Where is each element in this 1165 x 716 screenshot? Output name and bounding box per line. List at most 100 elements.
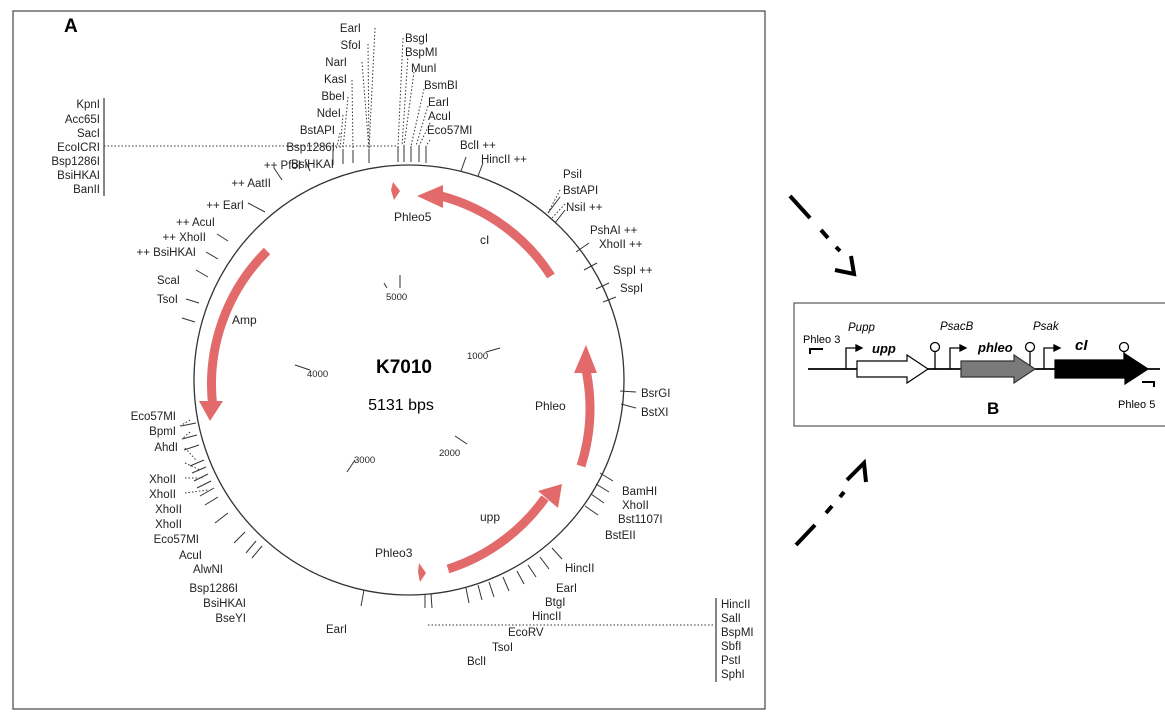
site-label: XhoII ++ [599,239,643,251]
site-label: HincII [565,563,594,575]
scale-tick-marks [294,275,501,473]
site-label: KasI [324,74,347,86]
site-label: Bst1107I [618,514,663,526]
site-label: SalI [721,613,741,625]
site-label: BspMI [405,47,438,59]
site-label: Bsp1286I [286,142,335,154]
site-label: AcuI [179,550,202,562]
site-label: EarI [340,23,361,35]
panel-a-label: A [64,16,78,37]
plasmid-name: K7010 [376,357,432,378]
site-label: ++ XhoII [163,232,206,244]
site-label: BseYI [215,613,246,625]
connector-arrows [788,194,868,547]
site-label: XhoII [155,519,182,531]
site-label: BtgI [545,597,565,609]
site-label: BsrGI [641,388,670,400]
site-label: BstAPI [300,125,335,137]
site-label: AcuI [428,111,451,123]
plasmid-map-circle [193,164,625,596]
gene-phleo-arrow [960,353,1037,385]
gene-phleo-label: phleo [977,340,1013,355]
gene-upp-arrow [856,353,930,385]
site-label: BpmI [149,426,176,438]
feature-arrowhead-ci [417,185,443,208]
gene-upp-label: upp [872,341,896,356]
site-label: BstXI [641,407,668,419]
promoter-psak-arrowhead [1053,343,1062,353]
site-label: EarI [556,583,577,595]
plasmid-size: 5131 bps [368,397,434,414]
site-label: Bsp1286I [189,583,238,595]
feature-phleo5-marker [391,182,400,200]
site-ticks [180,146,637,609]
scale-tick-2000: 2000 [439,448,460,459]
feature-arrow-phleo [576,369,595,468]
site-label: NarI [325,57,347,69]
site-label: PshAI ++ [590,225,638,237]
site-label: ++ PfoI [264,160,301,172]
site-label: KpnI [76,99,100,111]
promoter-pupp-arrowhead [855,343,864,353]
promoter-psacb-label: PsacB [940,321,974,333]
site-label: NsiI ++ [566,202,603,214]
scale-tick-4000: 4000 [307,369,328,380]
scale-tick-5000: 5000 [386,292,407,303]
site-label: BclI [467,656,486,668]
site-label: NdeI [317,108,341,120]
site-label: BclI ++ [460,140,496,152]
site-label: BamHI [622,486,657,498]
site-label: SfoI [341,40,361,52]
site-label: BanII [73,184,100,196]
site-label: XhoII [149,489,176,501]
site-label: BsgI [405,33,428,45]
promoter-pupp-label: Pupp [848,322,875,334]
scale-tick-3000: 3000 [354,455,375,466]
site-label: TsoI [492,642,513,654]
site-label: AhdI [154,442,178,454]
feature-label-upp: upp [480,510,500,524]
site-label: AlwNI [193,564,223,576]
site-label: BspMI [721,627,754,639]
site-label: BsiHKAI [291,159,334,171]
site-label: BbeI [321,91,345,103]
feature-label-amp: Amp [232,313,257,327]
feature-arrow-ci [439,191,555,279]
site-label: HincII [721,599,750,611]
site-label: ++ BsiHKAI [137,247,196,259]
site-label: Eco57MI [131,411,176,423]
site-label: BsiHKAI [57,170,100,182]
primer-phleo3-arrow [809,348,823,354]
site-label: EarI [428,97,449,109]
primer-phleo3-label: Phleo 3 [803,334,840,346]
feature-arrowhead-amp [199,401,223,421]
site-label: PstI [721,655,741,667]
site-label: Bsp1286I [51,156,100,168]
feature-phleo3-marker [418,563,426,582]
primer-phleo5-label: Phleo 5 [1118,399,1155,411]
site-label: SspI ++ [613,265,653,277]
site-label: Acc65I [65,114,100,126]
feature-arrowhead-phleo [574,345,597,373]
site-label: Eco57MI [154,534,199,546]
site-label: PsiI [563,169,582,181]
site-label: Eco57MI [427,125,472,137]
gene-ci-arrow [1054,352,1150,386]
promoter-psacb-arrow [949,347,962,369]
promoter-pupp-arrow [845,347,858,369]
site-label: ++ AatII [231,178,271,190]
promoter-psak-arrow [1043,347,1056,369]
site-label: MunI [411,63,437,75]
site-label: HincII [532,611,561,623]
site-label: BstAPI [563,185,598,197]
feature-label-phleo5: Phleo5 [394,210,432,224]
scale-tick-1000: 1000 [467,351,488,362]
terminator-2-icon [1024,341,1036,353]
site-label: TsoI [157,294,178,306]
site-label: EcoRV [508,627,544,639]
site-label: ++ EarI [206,200,244,212]
promoter-psak-label: Psak [1033,321,1060,333]
site-label: BsiHKAI [203,598,246,610]
gene-ci-label: cI [1075,337,1088,354]
